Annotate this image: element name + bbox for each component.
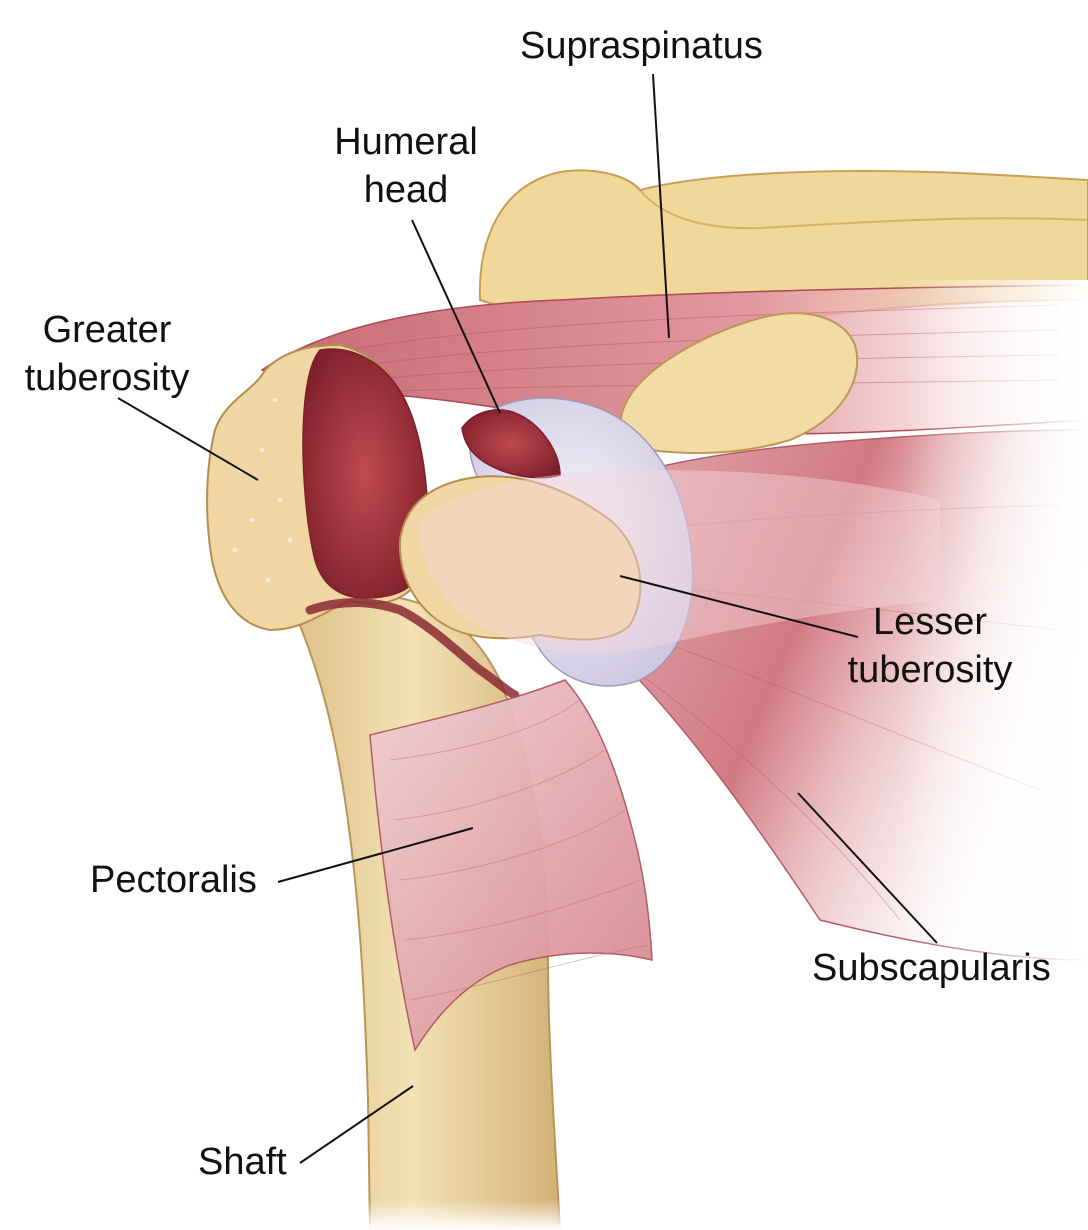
- leader-shaft: [299, 1085, 414, 1164]
- acromion-ridge: [639, 189, 1088, 230]
- leader-greater-tuberosity: [117, 397, 259, 481]
- greater-tuberosity-fracture-surface: [302, 348, 429, 599]
- label-lesser-tuberosity: Lesser tuberosity: [847, 601, 1013, 691]
- pectoralis-fibers: [389, 699, 649, 1001]
- label-supraspinatus: Supraspinatus: [520, 25, 763, 67]
- bone-pores: [232, 397, 293, 583]
- leader-subscapularis: [797, 792, 938, 944]
- label-greater-tuberosity: Greater tuberosity: [24, 309, 190, 399]
- leader-lesser-tuberosity: [619, 575, 859, 638]
- right-fade: [900, 280, 1088, 980]
- leader-humeral-head: [411, 219, 501, 414]
- shaft-fade: [330, 1080, 590, 1230]
- label-shaft: Shaft: [198, 1141, 287, 1183]
- leader-supraspinatus: [652, 73, 670, 339]
- shaft-fracture-line: [305, 598, 520, 700]
- lesser-tuberosity-bone: [398, 475, 642, 641]
- pectoralis-muscle: [369, 679, 653, 1052]
- leader-pectoralis: [277, 827, 474, 883]
- label-humeral-head: Humeral head: [334, 121, 478, 211]
- subscapularis-tendon: [419, 470, 940, 654]
- label-pectoralis: Pectoralis: [90, 859, 257, 901]
- leader-lines: [117, 73, 938, 1164]
- label-subscapularis: Subscapularis: [812, 947, 1051, 989]
